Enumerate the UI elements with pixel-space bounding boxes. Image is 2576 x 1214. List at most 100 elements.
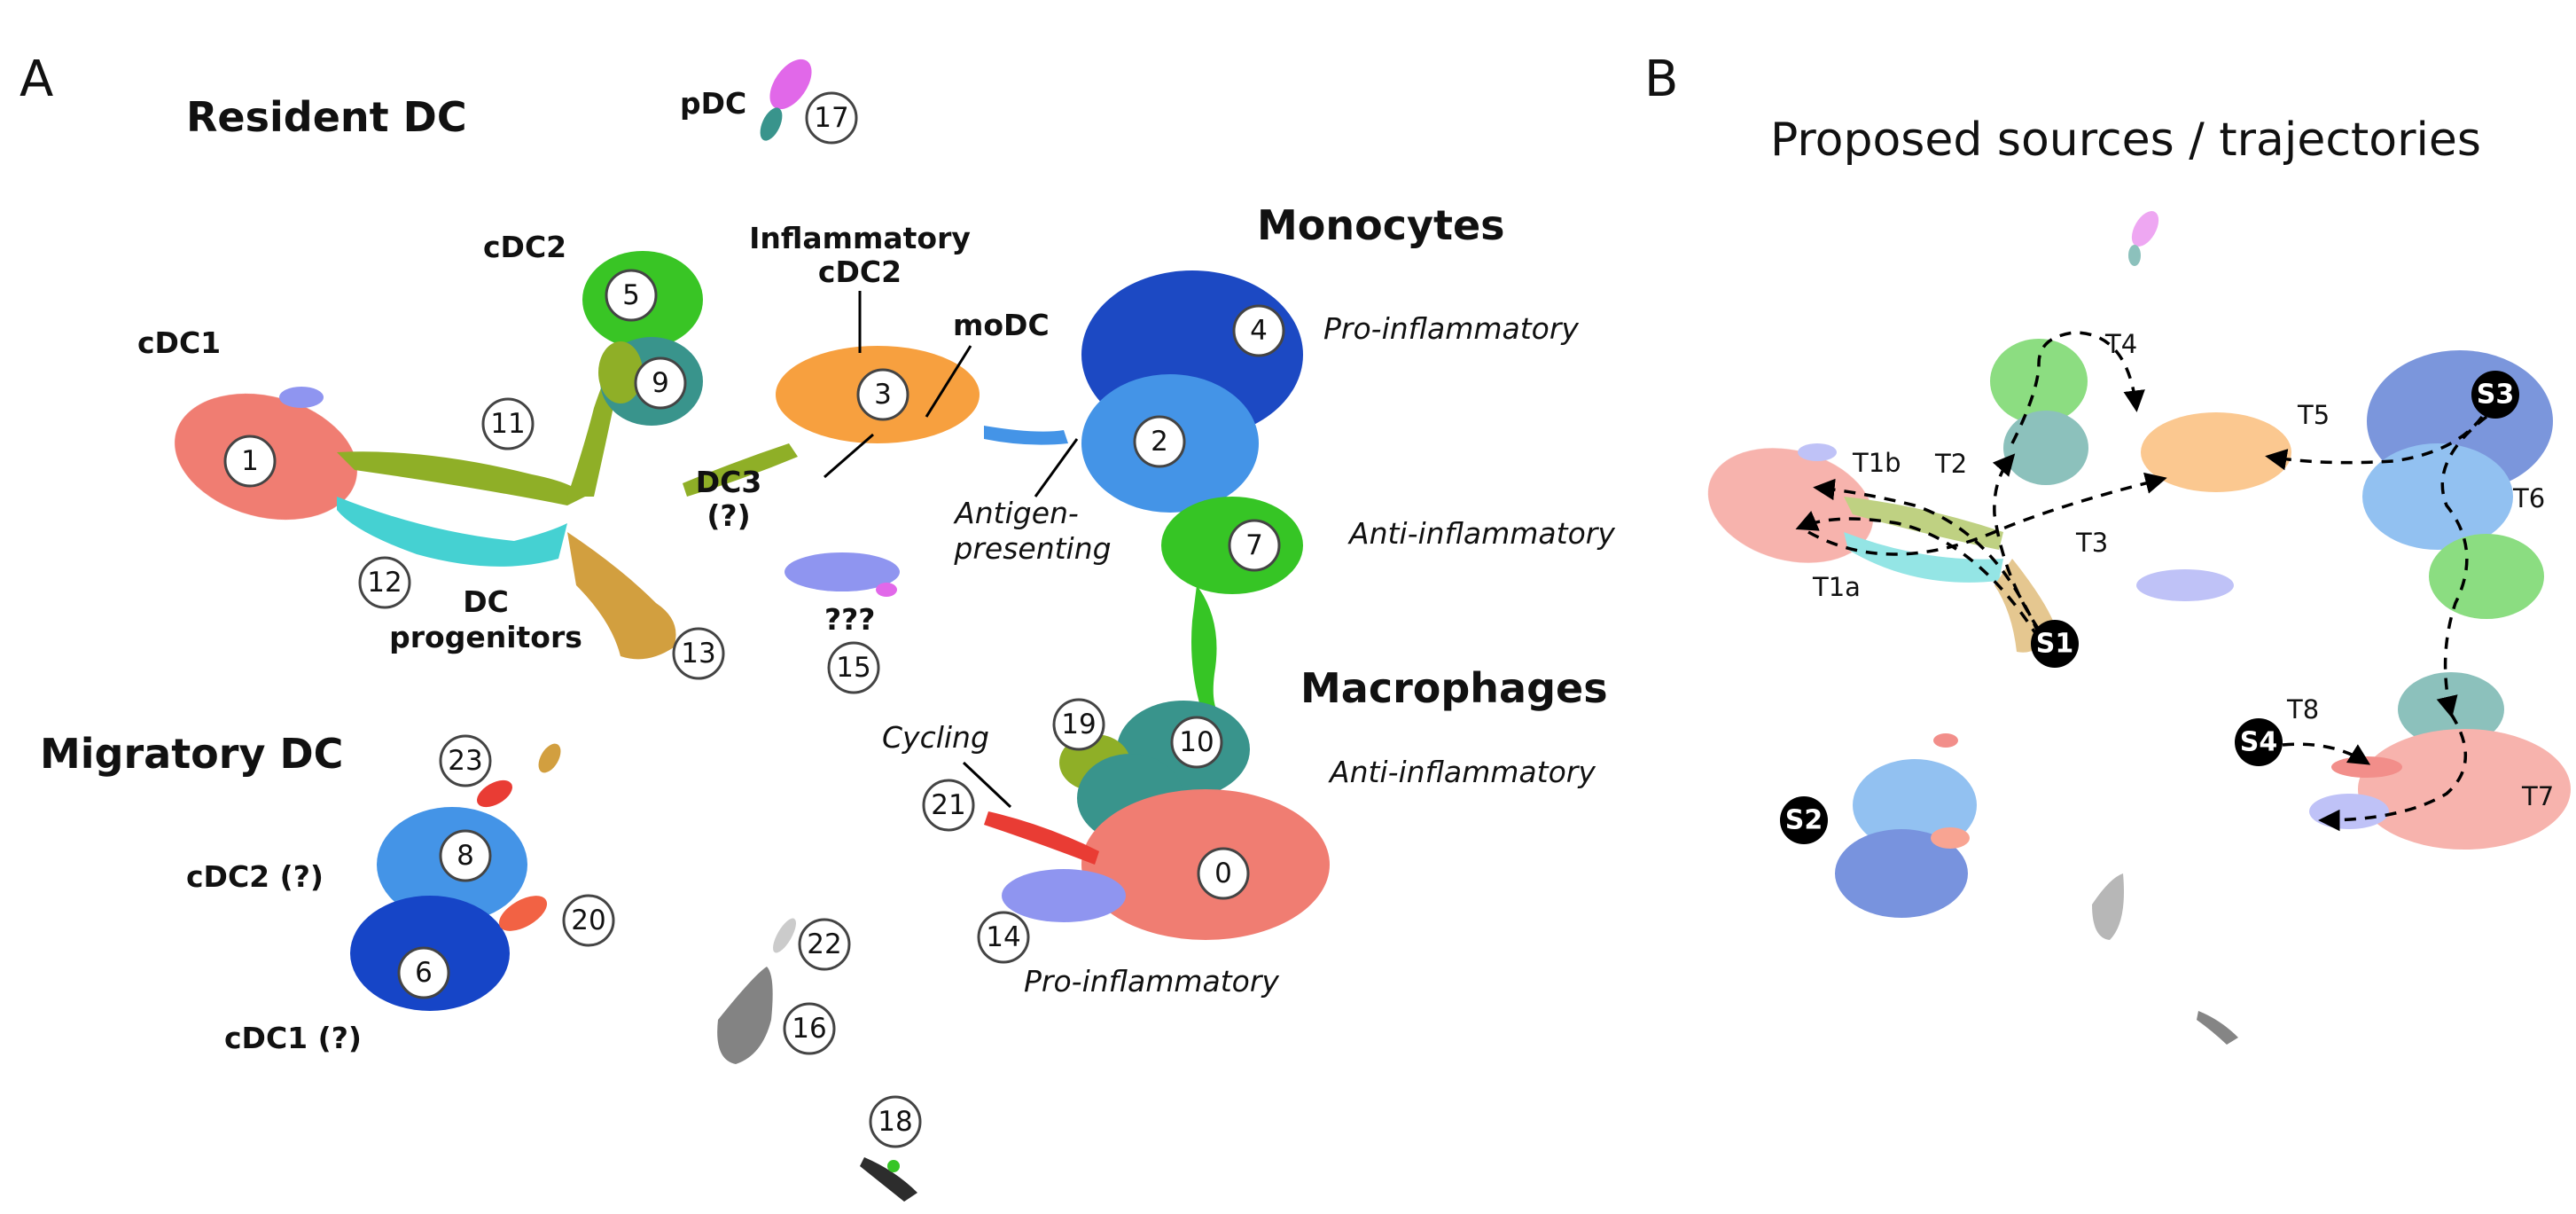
cluster-22-blob	[773, 918, 796, 953]
panel-b-clusters	[1707, 211, 2571, 1045]
cluster-marker-11: 11	[481, 397, 535, 450]
svg-text:23: 23	[448, 745, 482, 777]
cluster-marker-16: 16	[783, 1002, 836, 1055]
cluster-17-blob	[769, 59, 812, 110]
antigen-presenting-label-line2: presenting	[953, 531, 1111, 566]
trajectory-t3-label: T3	[2075, 528, 2108, 558]
cluster-marker-10: 10	[1170, 716, 1223, 769]
svg-text:13: 13	[681, 638, 715, 670]
source-marker-s4: S4	[2235, 718, 2283, 766]
progenitors-label-line1: DC	[463, 584, 509, 619]
svg-text:21: 21	[931, 789, 965, 821]
svg-text:S2: S2	[1785, 805, 1823, 836]
svg-text:5: 5	[622, 279, 640, 311]
svg-text:8: 8	[457, 840, 474, 872]
svg-text:S4: S4	[2240, 727, 2277, 758]
trajectory-t1b-arrow	[1813, 478, 2041, 635]
panel-b-title: Proposed sources / trajectories	[1770, 114, 2481, 167]
cycling-leader-line	[962, 761, 1012, 809]
cluster-marker-5: 5	[605, 269, 658, 322]
cluster-marker-8: 8	[439, 829, 492, 882]
svg-text:3: 3	[874, 379, 892, 411]
source-marker-s3: S3	[2471, 371, 2519, 419]
cluster-11-blob	[337, 451, 585, 505]
panel-b: B Proposed sources / trajectories	[1644, 51, 2571, 1045]
svg-text:16: 16	[792, 1013, 826, 1045]
cluster-21-blob	[984, 811, 1099, 865]
cluster-marker-3: 3	[856, 368, 909, 421]
cluster-marker-2: 2	[1133, 415, 1186, 468]
cluster-marker-18: 18	[869, 1095, 922, 1148]
pro-inflammatory-macrophages-label: Pro-inflammatory	[1024, 964, 1279, 999]
anti-inflammatory-monocytes-label: Anti-inflammatory	[1347, 516, 1615, 551]
svg-text:4: 4	[1250, 315, 1268, 347]
trajectory-t7-arrow	[2318, 713, 2468, 832]
cdc2-q-label: cDC2 (?)	[186, 859, 324, 894]
cycling-label: Cycling	[882, 720, 989, 755]
cluster-marker-23: 23	[439, 734, 492, 787]
cluster-marker-9: 9	[634, 356, 687, 410]
panel-b-letter: B	[1644, 51, 1678, 108]
svg-text:7: 7	[1245, 529, 1263, 561]
pdc-label: pDC	[680, 86, 746, 121]
trajectory-t1a-label: T1a	[1812, 572, 1861, 602]
cluster-marker-6: 6	[397, 946, 450, 999]
svg-text:6: 6	[415, 957, 433, 989]
svg-text:15: 15	[836, 652, 870, 684]
svg-text:1: 1	[241, 445, 259, 477]
inflammatory-label-line1: Inflammatory	[749, 221, 971, 255]
trajectory-t3-arrow	[1807, 472, 2167, 556]
svg-text:11: 11	[490, 408, 525, 440]
cluster-marker-22: 22	[798, 918, 851, 971]
macrophages-header: Macrophages	[1300, 664, 1608, 712]
cluster-marker-12: 12	[358, 556, 411, 609]
resident-dc-header: Resident DC	[186, 93, 467, 141]
trajectory-t6-label: T6	[2512, 483, 2545, 513]
trajectory-t1a-arrow	[1795, 511, 2041, 639]
svg-text:19: 19	[1061, 709, 1096, 740]
cluster-marker-7: 7	[1228, 519, 1281, 572]
cluster-marker-14: 14	[977, 911, 1030, 964]
dc3-leader-line	[824, 433, 874, 479]
cluster-23-blob	[477, 779, 512, 808]
svg-text:12: 12	[367, 567, 402, 599]
panel-a-letter: A	[20, 51, 53, 108]
cluster-12-blob	[337, 497, 567, 567]
trajectory-t5-arrow	[2265, 415, 2484, 471]
svg-text:S1: S1	[2036, 629, 2073, 660]
trajectory-t8-arrow	[2282, 742, 2371, 765]
cluster-marker-17: 17	[805, 91, 858, 145]
cluster-14-blob	[1002, 869, 1126, 922]
svg-text:0: 0	[1214, 858, 1232, 889]
cluster-marker-13: 13	[672, 627, 725, 680]
source-marker-s1: S1	[2031, 620, 2079, 668]
cdc2-label: cDC2	[483, 230, 566, 264]
modc-leader-line	[925, 345, 972, 418]
anti-inflammatory-macrophages-label: Anti-inflammatory	[1328, 755, 1596, 789]
cluster-15-blob	[785, 552, 900, 591]
antigen-presenting-label-line1: Antigen-	[953, 496, 1079, 530]
unknown-label: ???	[824, 602, 875, 637]
svg-text:20: 20	[571, 905, 605, 936]
progenitors-label-line2: progenitors	[389, 620, 582, 654]
svg-text:22: 22	[807, 928, 841, 960]
cluster-marker-19: 19	[1052, 698, 1105, 751]
cluster-18-blob	[860, 1157, 917, 1202]
cdc1-label: cDC1	[137, 325, 221, 360]
trajectory-t8-label: T8	[2286, 694, 2319, 724]
panel-a: A	[20, 51, 1615, 1202]
trajectory-t1b-label: T1b	[1852, 448, 1901, 478]
svg-text:2: 2	[1151, 426, 1168, 458]
cluster-marker-20: 20	[562, 894, 615, 947]
svg-text:17: 17	[814, 102, 848, 134]
dc3-label-line2: (?)	[706, 498, 750, 533]
svg-text:S3: S3	[2477, 380, 2514, 411]
cluster-marker-21: 21	[922, 779, 975, 832]
modc-label: moDC	[953, 308, 1050, 342]
cluster-marker-15: 15	[827, 641, 880, 694]
cluster-marker-1: 1	[223, 435, 277, 488]
cdc1-q-label: cDC1 (?)	[224, 1021, 362, 1055]
dc3-label-line1: DC3	[696, 465, 762, 499]
cluster-marker-4: 4	[1232, 304, 1285, 357]
